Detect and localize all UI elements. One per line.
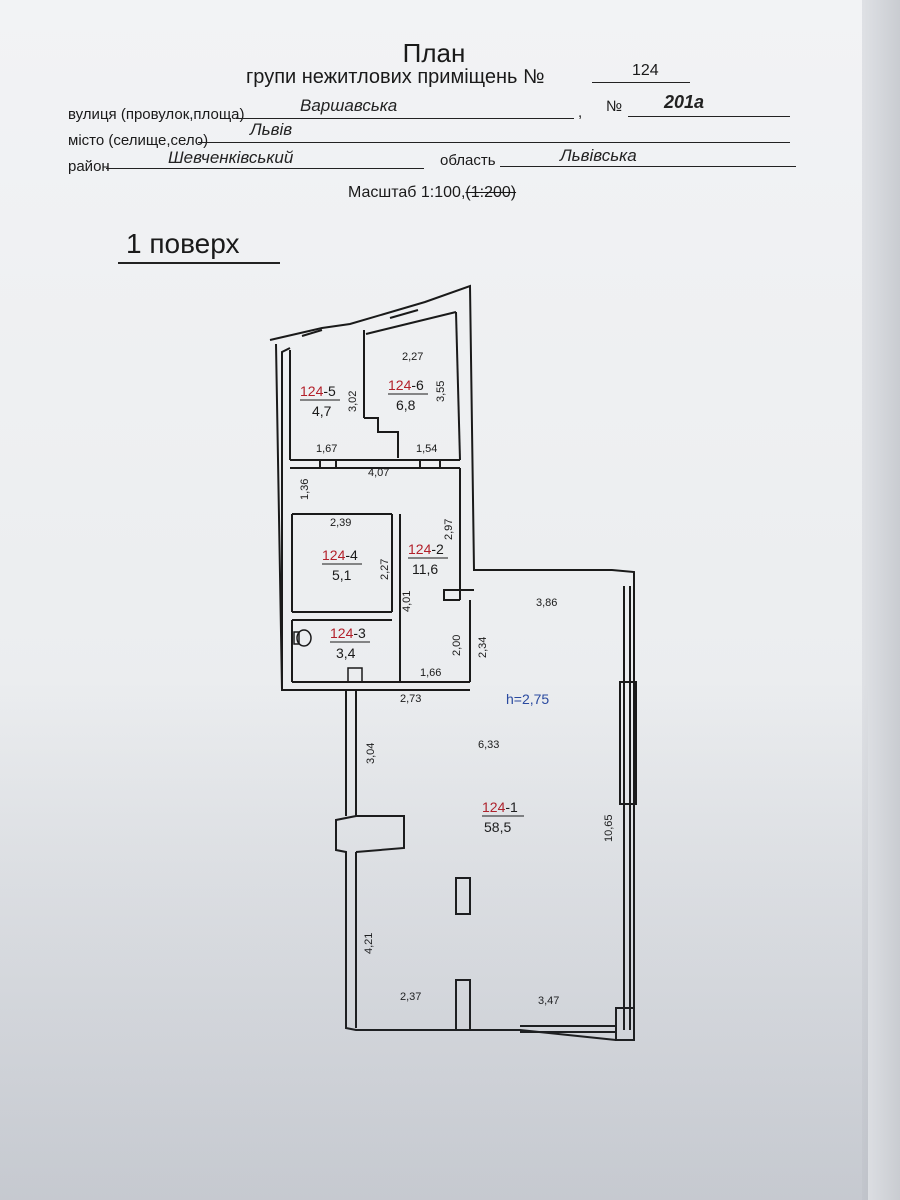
dim-label: 2,27 bbox=[379, 559, 391, 580]
dim-label: 1,36 bbox=[299, 479, 311, 500]
dim-label: 10,65 bbox=[603, 814, 615, 842]
dim-label: 2,97 bbox=[443, 519, 455, 540]
room-area-124-3: 3,4 bbox=[336, 645, 356, 661]
wc-toilet-icon bbox=[293, 629, 363, 683]
plan-walls bbox=[269, 284, 637, 1041]
street-value: Варшавська bbox=[300, 96, 398, 115]
room-id-124-1: 124-1 bbox=[482, 799, 518, 815]
number-sign: № bbox=[606, 98, 623, 115]
district-label: район bbox=[68, 158, 110, 175]
dim-label: 2,37 bbox=[400, 991, 421, 1003]
street-line bbox=[236, 118, 574, 119]
district-line bbox=[106, 168, 424, 169]
dim-label: 2,34 bbox=[477, 637, 489, 658]
room-area-124-5: 4,7 bbox=[312, 403, 332, 419]
plan-subtitle: групи нежитлових приміщень № bbox=[246, 66, 545, 88]
dim-label: 6,33 bbox=[478, 739, 499, 751]
street-label: вулиця (провулок,площа) bbox=[68, 106, 245, 123]
dim-label: 4,07 bbox=[368, 467, 389, 479]
dim-label: 2,27 bbox=[402, 351, 423, 363]
room-id-124-4: 124-4 bbox=[322, 547, 358, 563]
room-id-124-5: 124-5 bbox=[300, 383, 336, 399]
street-comma: , bbox=[578, 104, 583, 121]
room-area-124-2: 11,6 bbox=[412, 561, 438, 577]
dim-label: 1,66 bbox=[420, 667, 441, 679]
city-value: Львів bbox=[250, 120, 293, 139]
room-id-124-2: 124-2 bbox=[408, 541, 444, 557]
dim-label: 3,04 bbox=[365, 743, 377, 764]
dim-label: 3,55 bbox=[435, 381, 447, 402]
ceiling-height: h=2,75 bbox=[506, 691, 549, 707]
group-number: 124 bbox=[632, 62, 659, 79]
city-line bbox=[198, 142, 790, 143]
floor-underline bbox=[118, 262, 280, 264]
dim-label: 3,02 bbox=[347, 391, 359, 412]
group-number-line bbox=[592, 82, 690, 83]
dim-label: 3,86 bbox=[536, 597, 557, 609]
document-paper bbox=[0, 0, 868, 1200]
room-area-124-1: 58,5 bbox=[484, 819, 511, 835]
paper-edge bbox=[862, 0, 900, 1200]
dim-label: 2,73 bbox=[400, 693, 421, 705]
dim-label: 2,00 bbox=[451, 635, 463, 656]
dim-label: 1,67 bbox=[316, 443, 337, 455]
city-label: місто (селище,село) bbox=[68, 132, 209, 149]
room-id-124-6: 124-6 bbox=[388, 377, 424, 393]
plan-title: План bbox=[402, 38, 466, 68]
dim-label: 1,54 bbox=[416, 443, 437, 455]
dim-label: 3,47 bbox=[538, 995, 559, 1007]
room-area-124-4: 5,1 bbox=[332, 567, 352, 583]
dim-label: 2,39 bbox=[330, 517, 351, 529]
number-value: 201а bbox=[664, 92, 705, 112]
region-line bbox=[500, 166, 796, 167]
dim-label: 4,01 bbox=[401, 591, 413, 612]
number-line bbox=[628, 116, 790, 117]
region-label: область bbox=[440, 152, 496, 169]
district-value: Шевченківський bbox=[168, 148, 294, 167]
region-value: Львівська bbox=[560, 146, 637, 165]
scale-text: Масштаб 1:100,(1:200) bbox=[348, 184, 517, 201]
floor-label: 1 поверх bbox=[126, 228, 240, 259]
room-id-124-3: 124-3 bbox=[330, 625, 366, 641]
dim-label: 4,21 bbox=[363, 933, 375, 954]
room-area-124-6: 6,8 bbox=[396, 397, 416, 413]
